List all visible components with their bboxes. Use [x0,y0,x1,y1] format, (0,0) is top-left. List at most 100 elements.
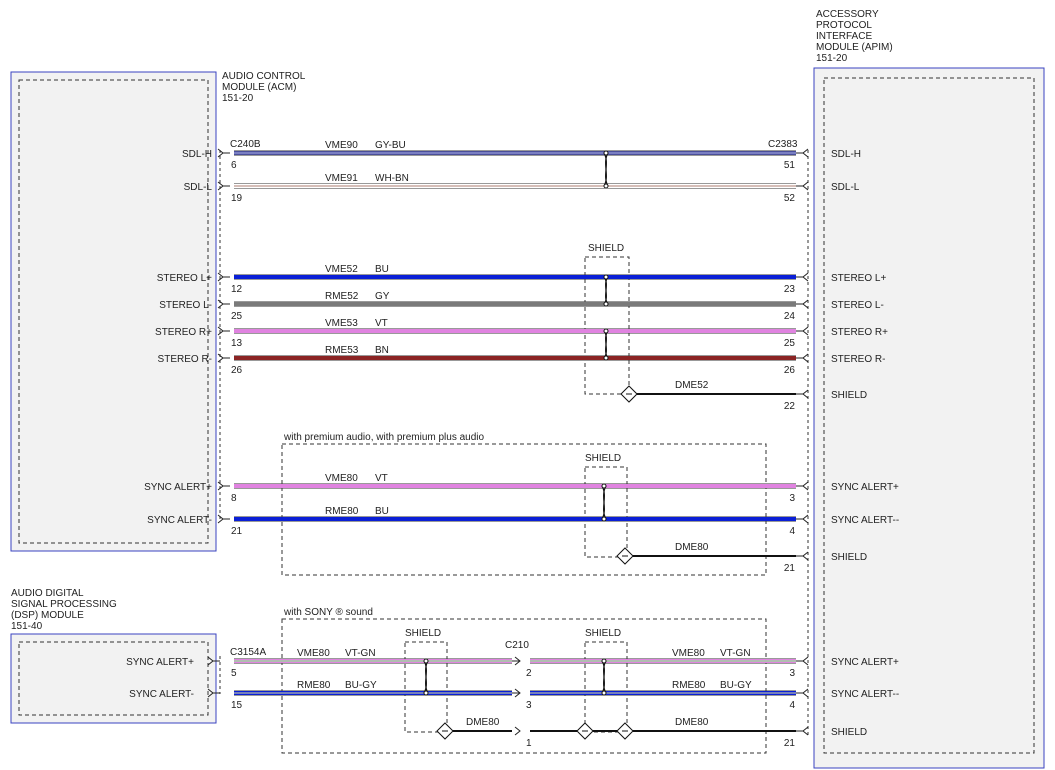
wire-5-right-label: STEREO R- [831,354,885,365]
wire-5-left-label: STEREO R- [158,354,212,365]
apim-title-line3: INTERFACE [816,31,872,42]
wire-2-right-pin: 23 [784,284,796,295]
twist-sony-apim [601,658,607,696]
connector-acm: C240B [230,139,261,150]
wire-2-left-label: STEREO L+ [157,273,212,284]
shield-1-circuit: DME80 [675,542,709,553]
sony-wire-0-left-arrow [207,656,220,666]
wire-3-right-label: STEREO L- [831,300,884,311]
shield-0-right-label: SHIELD [831,390,867,401]
sony-wire-1-left-pin: 15 [231,700,243,711]
sony-wire-0-color-code-left: VT-GN [345,648,376,659]
dsp-title-line3: (DSP) MODULE [11,610,84,621]
sony-wire-1-right-arrow [796,688,809,698]
wire-5-right-pin: 26 [784,365,796,376]
wire-1-left-label: SDL-L [184,182,213,193]
wire-5-color-code: BN [375,345,389,356]
sony-shield-inline-pin: 1 [526,738,532,749]
wire-2-right-label: STEREO L+ [831,273,886,284]
sony-shield-circuit-left: DME80 [466,717,500,728]
wire-0-right-label: SDL-H [831,149,861,160]
sony-wire-0-left-pin: 5 [231,668,237,679]
apim-module[interactable]: ACCESSORY PROTOCOL INTERFACE MODULE (API… [813,9,1045,769]
sony-shield-circuit-right: DME80 [675,717,709,728]
connector-dsp: C3154A [230,647,266,658]
wire-0-left-arrow [217,148,230,158]
wire-6-circuit: VME80 [325,473,358,484]
wire-4-right-arrow [796,326,809,336]
sony-wire-0-left-label: SYNC ALERT+ [126,657,194,668]
wire-6-left-label: SYNC ALERT+ [144,482,212,493]
wire-4-circuit: VME53 [325,318,358,329]
wire-2-left-arrow [217,272,230,282]
wire-1-right-label: SDL-L [831,182,860,193]
sony-wire-0-inline-pin: 2 [526,668,532,679]
wire-7-circuit: RME80 [325,506,359,517]
wire-2-circuit: VME52 [325,264,358,275]
wire-1-left-pin: 19 [231,193,243,204]
sony-wire-0-circuit-left: VME80 [297,648,330,659]
wire-7-left-arrow [217,514,230,524]
dsp-title-line2: SIGNAL PROCESSING [11,599,117,610]
wire-4-right-label: STEREO R+ [831,327,888,338]
sony-wire-0-right-pin: 3 [789,668,795,679]
wire-3-color-code: GY [375,291,390,302]
shield-label-sony-apim: SHIELD [585,628,621,639]
shield-1-right-pin: 21 [784,563,796,574]
dsp-title-line4: 151-40 [11,621,43,632]
shield-0-right-pin: 22 [784,401,796,412]
wire-0-color-code: GY-BU [375,140,406,151]
acm-title-line1: AUDIO CONTROL [222,71,306,82]
twist-stereo-l [603,274,609,307]
sony-shield-right-arrow [796,726,809,736]
wire-2-right-arrow [796,272,809,282]
sony-wire-0-right-arrow [796,656,809,666]
wire-6-left-pin: 8 [231,493,237,504]
connector-inline: C210 [505,640,529,651]
wire-3-circuit: RME52 [325,291,359,302]
wire-4-left-arrow [217,326,230,336]
apim-title-line4: MODULE (APIM) [816,42,893,53]
twist-stereo-r [603,328,609,361]
wire-2-left-pin: 12 [231,284,243,295]
sony-wire-1-left-label: SYNC ALERT- [129,689,194,700]
sony-wire-1-inline-pin: 3 [526,700,532,711]
twist-sony-dsp [423,658,429,696]
acm-title-line3: 151-20 [222,93,254,104]
wire-1-left-arrow [217,181,230,191]
shield-box-sync [584,466,628,558]
shield-label-sync: SHIELD [585,453,621,464]
sony-wire-0-right-label: SYNC ALERT+ [831,657,899,668]
wire-5-right-arrow [796,353,809,363]
wire-4-left-pin: 13 [231,338,243,349]
sony-shield-inline-arrow [514,726,521,736]
wire-6-color-code: VT [375,473,388,484]
shield-0-right-arrow [796,389,809,399]
twist-sync [601,483,607,522]
wire-1-right-arrow [796,181,809,191]
wire-0-circuit: VME90 [325,140,358,151]
sony-wire-1-circuit-right: RME80 [672,680,706,691]
connector-apim: C2383 [768,139,798,150]
acm-module[interactable]: AUDIO CONTROL MODULE (ACM) 151-20 [10,71,306,552]
wire-3-left-pin: 25 [231,311,243,322]
wire-6-left-arrow [217,481,230,491]
acm-title-line2: MODULE (ACM) [222,82,296,93]
sony-wire-1-right-pin: 4 [789,700,795,711]
wire-6-right-pin: 3 [789,493,795,504]
wire-7-right-label: SYNC ALERT-- [831,515,899,526]
sony-wire-0-circuit-right: VME80 [672,648,705,659]
premium-audio-group-label: with premium audio, with premium plus au… [283,432,485,443]
wire-0-right-arrow [796,148,809,158]
wire-1-circuit: VME91 [325,173,358,184]
sony-wire-0-color-code-right: VT-GN [720,648,751,659]
sony-shield-right-pin: 21 [784,738,796,749]
wire-6-right-arrow [796,481,809,491]
wire-7-left-pin: 21 [231,526,243,537]
dsp-module[interactable]: AUDIO DIGITAL SIGNAL PROCESSING (DSP) MO… [10,588,217,724]
sony-sound-group-label: with SONY ® sound [283,607,373,618]
wire-1-color-code: WH-BN [375,173,409,184]
sony-shield-right-label: SHIELD [831,727,867,738]
shield-1-right-label: SHIELD [831,552,867,563]
